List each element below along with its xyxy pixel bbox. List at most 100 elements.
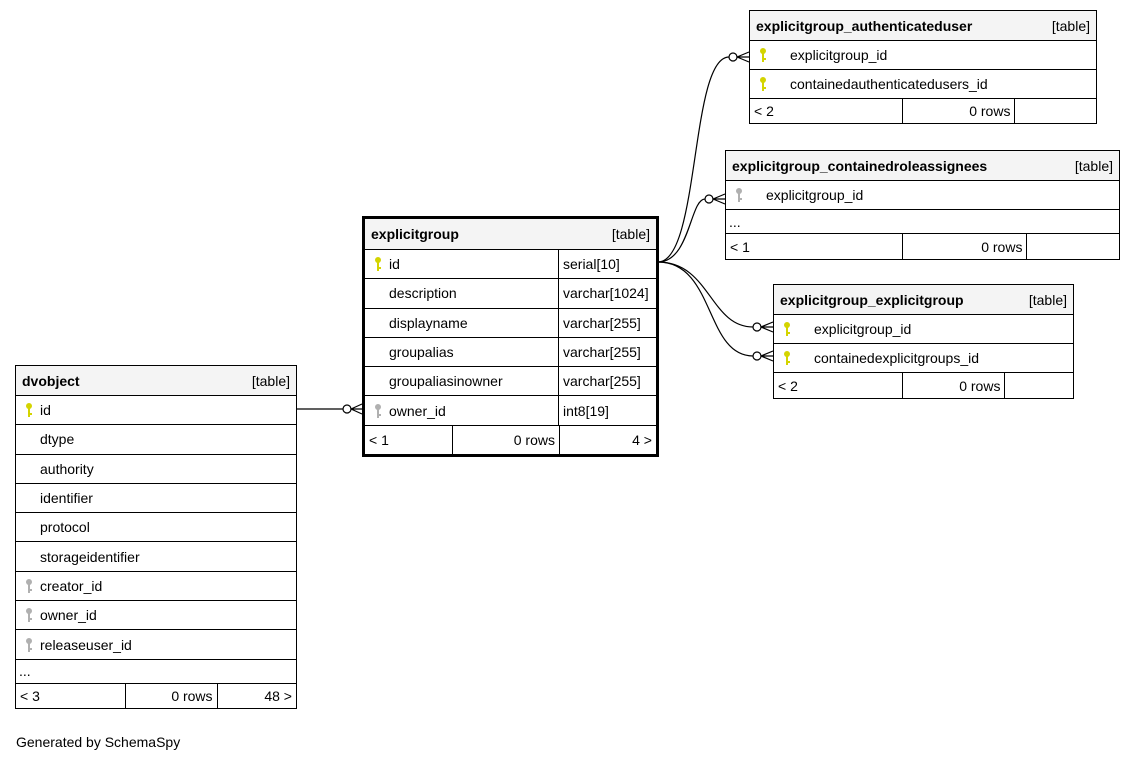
column-name: identifier (40, 490, 93, 507)
column-row[interactable]: identifier (16, 484, 296, 514)
children-link[interactable]: 48 > (216, 683, 296, 708)
column-name: storageidentifier (40, 548, 140, 565)
primary-key-icon (752, 76, 774, 92)
column-name-cell: containedauthenticatedusers_id (750, 70, 1096, 98)
edge-explicitgroup-explicitgroup-2 (657, 261, 754, 357)
column-row[interactable]: owner_id int8[19] (365, 396, 656, 426)
table-name[interactable]: explicitgroup_authenticateduser (756, 17, 973, 34)
column-name-cell: releaseuser_id (16, 630, 296, 658)
children-link[interactable] (1014, 99, 1096, 123)
column-name: protocol (40, 519, 90, 536)
parents-link[interactable]: < 2 (754, 103, 774, 119)
column-name-cell: explicitgroup_id (726, 181, 1119, 209)
table-egeg[interactable]: explicitgroup_explicitgroup[table]explic… (773, 284, 1074, 399)
foreign-key-icon (367, 403, 389, 419)
column-name-cell: id (365, 250, 558, 278)
column-row[interactable]: creator_id (16, 572, 296, 602)
table-header[interactable]: explicitgroup_authenticateduser [table] (750, 11, 1096, 41)
more-columns: ... (16, 660, 296, 684)
column-name: owner_id (389, 402, 446, 419)
foreign-key-icon (18, 637, 40, 653)
more-columns: ... (726, 210, 1119, 234)
column-row[interactable]: dtype (16, 425, 296, 455)
table-footer: < 1 0 rows (726, 234, 1119, 259)
row-count: 0 rows (902, 234, 1026, 259)
column-row[interactable]: storageidentifier (16, 542, 296, 572)
primary-key-icon (367, 256, 389, 272)
primary-key-icon (776, 321, 798, 337)
table-name[interactable]: explicitgroup (371, 226, 459, 242)
column-row[interactable]: explicitgroup_id (750, 41, 1096, 70)
foreign-key-icon (18, 578, 40, 594)
column-name: groupaliasinowner (389, 373, 503, 390)
column-name-cell: dtype (16, 425, 296, 453)
table-kind: [table] (611, 226, 650, 242)
column-name-cell: explicitgroup_id (750, 41, 1096, 69)
column-row[interactable]: containedexplicitgroups_id (774, 344, 1073, 373)
parents-link[interactable]: < 1 (730, 238, 750, 255)
column-row[interactable]: displayname varchar[255] (365, 308, 656, 338)
children-link[interactable]: 4 > (558, 425, 656, 454)
column-name: dtype (40, 431, 75, 448)
column-name-cell: displayname (365, 309, 558, 337)
parents-link[interactable]: < 2 (778, 377, 798, 394)
column-type: serial[10] (558, 250, 656, 279)
column-name-cell: owner_id (365, 396, 558, 424)
table-authuser[interactable]: explicitgroup_authenticateduser[table]ex… (749, 10, 1097, 124)
column-name-cell: explicitgroup_id (774, 315, 1073, 343)
table-header[interactable]: explicitgroup_containedroleassignees[tab… (726, 151, 1119, 181)
column-row[interactable]: authority (16, 455, 296, 484)
column-name-cell: owner_id (16, 601, 296, 629)
table-name[interactable]: explicitgroup_containedroleassignees (732, 157, 988, 174)
column-type: int8[19] (558, 396, 656, 425)
column-type: varchar[1024] (558, 279, 656, 308)
column-row[interactable]: protocol (16, 513, 296, 543)
table-name[interactable]: dvobject (22, 372, 80, 389)
table-kind: [table] (1028, 291, 1067, 308)
table-explicitgroup[interactable]: explicitgroup [table] id serial[10]descript… (362, 216, 659, 457)
column-row[interactable]: id (16, 396, 296, 426)
edge-explicitgroup-explicitgroup-1 (657, 261, 754, 328)
edge-explicitgroup-authenticateduser (657, 56, 730, 263)
column-name-cell: protocol (16, 513, 296, 541)
table-header[interactable]: dvobject [table] (16, 366, 296, 396)
table-kind: [table] (251, 372, 290, 389)
children-link[interactable] (1026, 234, 1119, 259)
column-name: groupalias (389, 344, 454, 361)
table-dvobject[interactable]: dvobject [table] id dtype authority identifie… (15, 365, 297, 709)
column-row[interactable]: explicitgroup_id (774, 315, 1073, 344)
column-row[interactable]: id serial[10] (365, 250, 656, 280)
parents-link[interactable]: < 1 (369, 431, 389, 448)
column-name: explicitgroup_id (766, 187, 864, 203)
column-name: containedexplicitgroups_id (814, 350, 979, 366)
column-type: varchar[255] (558, 308, 656, 337)
column-name-cell: identifier (16, 484, 296, 512)
foreign-key-icon (728, 187, 750, 203)
column-row[interactable]: owner_id (16, 601, 296, 631)
column-name: releaseuser_id (40, 636, 132, 653)
children-link[interactable] (1004, 373, 1073, 398)
column-name: id (389, 256, 400, 273)
column-name: displayname (389, 314, 468, 331)
column-row[interactable]: releaseuser_id (16, 630, 296, 660)
table-roleassign[interactable]: explicitgroup_containedroleassignees[tab… (725, 150, 1120, 260)
column-name-cell: authority (16, 455, 296, 483)
column-row[interactable]: containedauthenticatedusers_id (750, 70, 1096, 99)
column-name: owner_id (40, 607, 97, 624)
column-name-cell: description (365, 279, 558, 307)
table-header[interactable]: explicitgroup [table] (365, 219, 656, 250)
column-name-cell: groupaliasinowner (365, 367, 558, 395)
table-kind: [table] (1051, 17, 1090, 34)
column-row[interactable]: explicitgroup_id (726, 181, 1119, 210)
table-header[interactable]: explicitgroup_explicitgroup [table] (774, 285, 1073, 315)
parents-link[interactable]: < 3 (20, 687, 40, 704)
table-name[interactable]: explicitgroup_explicitgroup (780, 291, 964, 308)
column-name: id (40, 402, 51, 419)
column-name: creator_id (40, 577, 103, 594)
